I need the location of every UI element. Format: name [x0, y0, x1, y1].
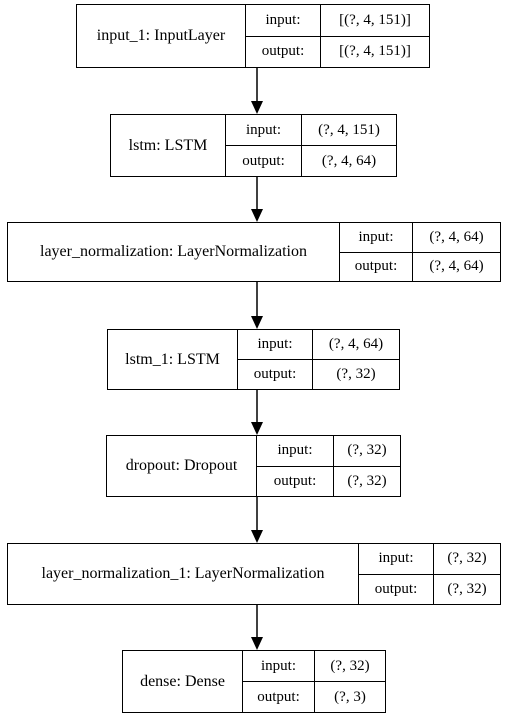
output-row: output: [(?, 4, 151)]	[246, 35, 429, 67]
edge-2-3	[251, 282, 263, 329]
edge-0-1	[251, 68, 263, 114]
output-label: output:	[226, 146, 302, 176]
layer-node-layer-normalization: layer_normalization: LayerNormalization …	[7, 222, 501, 282]
output-row: output: (?, 32)	[359, 573, 500, 604]
input-row: input: (?, 4, 64)	[238, 330, 399, 359]
output-shape: (?, 4, 64)	[321, 152, 377, 169]
input-row: input: (?, 4, 151)	[226, 115, 396, 145]
layer-io: input: (?, 4, 151) output: (?, 4, 64)	[226, 115, 396, 176]
output-row: output: (?, 32)	[257, 465, 400, 496]
input-shape: (?, 4, 64)	[429, 228, 484, 245]
output-row: output: (?, 4, 64)	[340, 251, 500, 281]
input-shape: (?, 32)	[447, 550, 487, 567]
output-label: output:	[340, 252, 413, 281]
layer-node-dropout: dropout: Dropout input: (?, 32) output: …	[106, 435, 401, 497]
layer-io: input: (?, 32) output: (?, 3)	[243, 651, 385, 712]
output-row: output: (?, 4, 64)	[226, 145, 396, 176]
output-label: output:	[257, 466, 334, 496]
output-label: output:	[246, 36, 321, 67]
layer-name: dropout: Dropout	[107, 436, 257, 496]
input-label: input:	[246, 5, 321, 36]
input-shape: (?, 4, 64)	[328, 336, 384, 352]
input-label: input:	[257, 436, 334, 466]
input-shape: (?, 4, 151)	[318, 121, 380, 138]
input-shape: (?, 32)	[330, 657, 370, 674]
output-shape: (?, 3)	[334, 688, 366, 705]
layer-node-layer-normalization-1: layer_normalization_1: LayerNormalizatio…	[7, 543, 501, 605]
layer-io: input: (?, 32) output: (?, 32)	[257, 436, 400, 496]
output-label: output:	[238, 360, 313, 389]
layer-io: input: (?, 4, 64) output: (?, 32)	[238, 330, 399, 389]
input-row: input: (?, 4, 64)	[340, 223, 500, 252]
edge-1-2	[251, 177, 263, 222]
layer-io: input: (?, 4, 64) output: (?, 4, 64)	[340, 223, 500, 281]
layer-node-dense: dense: Dense input: (?, 32) output: (?, …	[122, 650, 386, 713]
layer-name: input_1: InputLayer	[77, 5, 246, 67]
input-row: input: (?, 32)	[359, 544, 500, 574]
layer-name: lstm_1: LSTM	[108, 330, 238, 389]
output-label: output:	[243, 682, 315, 712]
edge-5-6	[251, 605, 263, 650]
output-label: output:	[359, 574, 434, 604]
input-label: input:	[226, 115, 302, 145]
layer-node-lstm-1: lstm_1: LSTM input: (?, 4, 64) output: (…	[107, 329, 400, 390]
output-shape: [(?, 4, 151)]	[339, 43, 411, 60]
output-row: output: (?, 3)	[243, 681, 385, 712]
output-shape: (?, 32)	[336, 366, 376, 382]
input-shape: [(?, 4, 151)]	[339, 11, 411, 28]
input-label: input:	[359, 544, 434, 574]
layer-name: dense: Dense	[123, 651, 243, 712]
edge-4-5	[251, 497, 263, 543]
layer-node-input-1: input_1: InputLayer input: [(?, 4, 151)]…	[76, 4, 430, 68]
layer-name: layer_normalization: LayerNormalization	[8, 223, 340, 281]
layer-node-lstm: lstm: LSTM input: (?, 4, 151) output: (?…	[110, 114, 397, 177]
input-row: input: (?, 32)	[257, 436, 400, 466]
input-shape: (?, 32)	[347, 442, 387, 459]
layer-name: layer_normalization_1: LayerNormalizatio…	[8, 544, 359, 604]
input-label: input:	[340, 223, 413, 252]
output-row: output: (?, 32)	[238, 359, 399, 389]
output-shape: (?, 32)	[347, 472, 387, 489]
layer-name: lstm: LSTM	[111, 115, 226, 176]
layer-io: input: [(?, 4, 151)] output: [(?, 4, 151…	[246, 5, 429, 67]
edge-3-4	[251, 390, 263, 435]
input-label: input:	[243, 651, 315, 681]
layer-io: input: (?, 32) output: (?, 32)	[359, 544, 500, 604]
input-row: input: [(?, 4, 151)]	[246, 5, 429, 36]
input-row: input: (?, 32)	[243, 651, 385, 681]
output-shape: (?, 32)	[447, 580, 487, 597]
output-shape: (?, 4, 64)	[429, 258, 484, 275]
input-label: input:	[238, 330, 313, 359]
